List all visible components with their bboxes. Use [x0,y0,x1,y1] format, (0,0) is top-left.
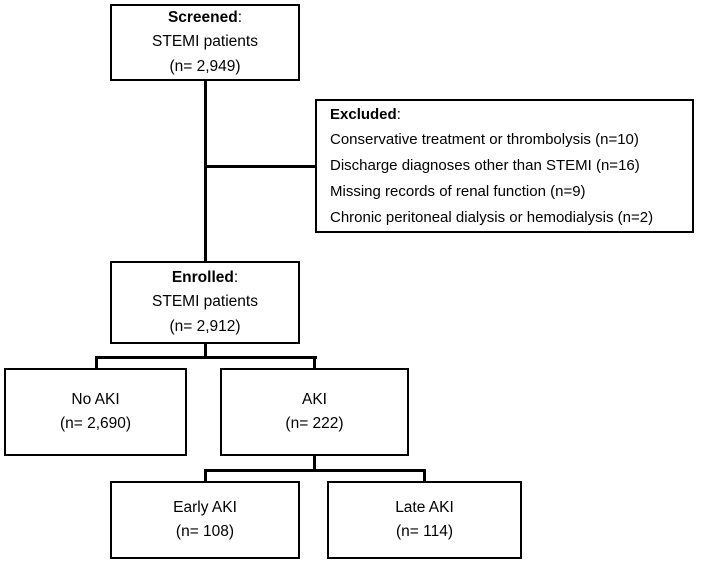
connector-enrolled-stem [204,343,207,359]
enrolled-header-text: Enrolled [171,268,234,286]
late-aki-label: Late AKI [395,498,454,516]
node-late-aki: Late AKI (n= 114) [327,481,522,559]
connector-screened-to-enrolled [204,79,207,261]
connector-enrolled-split-bar [95,356,317,359]
aki-count: (n= 222) [285,415,344,432]
aki-label: AKI [302,390,327,408]
excluded-item-3: Missing records of renal function (n=9) [330,182,586,200]
connector-to-aki [313,356,316,370]
screened-header-colon: : [237,8,243,26]
late-aki-count: (n= 114) [395,523,453,540]
excluded-item-2: Discharge diagnoses other than STEMI (n=… [330,157,640,175]
early-aki-label: Early AKI [173,498,237,516]
connector-to-early-aki [204,469,207,483]
excluded-header-colon: : [396,105,401,123]
node-early-aki: Early AKI (n= 108) [110,481,300,559]
enrolled-header: Enrolled: [172,266,238,290]
excluded-header-text: Excluded [330,105,397,123]
node-no-aki: No AKI (n= 2,690) [4,368,187,456]
connector-to-late-aki [423,469,426,483]
connector-screened-to-excluded [204,165,317,168]
excluded-header: Excluded: [330,102,401,128]
no-aki-label: No AKI [71,390,120,408]
early-aki-count: (n= 108) [175,523,235,540]
node-enrolled: Enrolled: STEMI patients (n= 2,912) [110,261,300,344]
enrolled-line-3: (n= 2,912) [169,317,241,335]
excluded-item-1: Conservative treatment or thrombolysis (… [330,131,639,149]
enrolled-header-colon: : [233,268,239,286]
connector-aki-split-bar [204,469,426,472]
node-aki: AKI (n= 222) [220,368,409,456]
no-aki-count: (n= 2,690) [59,415,132,432]
node-excluded: Excluded: Conservative treatment or thro… [315,99,694,233]
connector-aki-stem [313,455,316,471]
node-screened: Screened: STEMI patients (n= 2,949) [110,4,300,81]
screened-header: Screened: [168,6,242,30]
screened-line-3: (n= 2,949) [169,57,241,75]
screened-header-text: Screened [167,8,238,26]
connector-to-no-aki [95,356,98,370]
enrolled-line-2: STEMI patients [152,293,258,311]
screened-line-2: STEMI patients [152,33,258,51]
excluded-item-4: Chronic peritoneal dialysis or hemodialy… [330,208,654,226]
